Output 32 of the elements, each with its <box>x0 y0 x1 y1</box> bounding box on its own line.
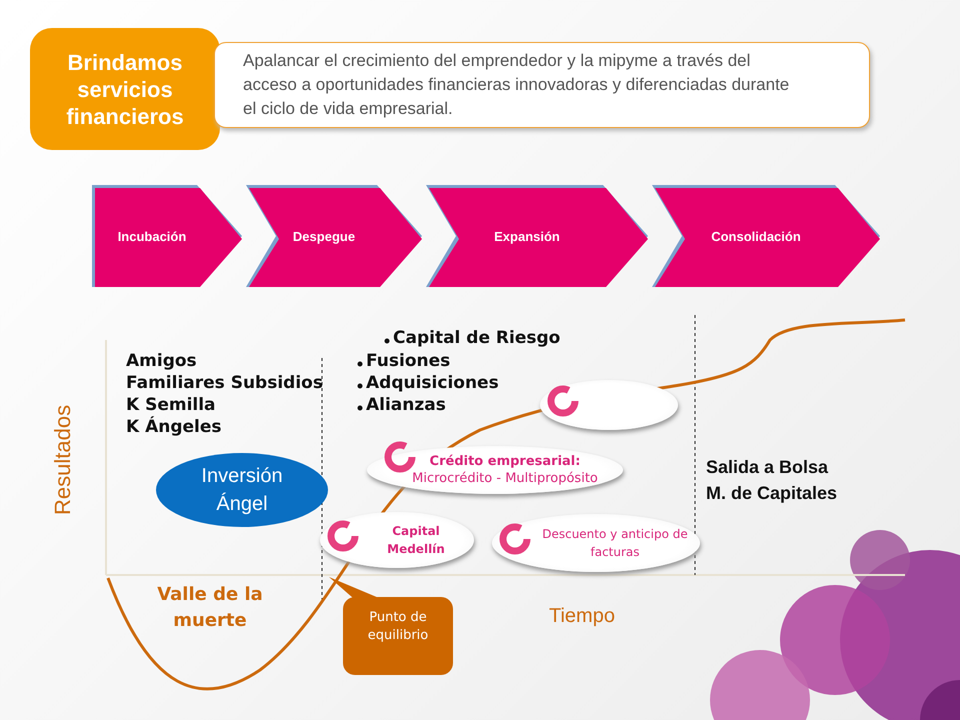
description-text: Apalancar el crecimiento del emprendedor y la mipyme a través del acceso a oportunidades financieras innovadoras y diferenciadas durante el ciclo de vida empresarial. <box>243 50 790 120</box>
stage-label: Despegue <box>292 228 356 244</box>
stage-banner <box>246 185 422 287</box>
ellipse-label: Inversión Ángel <box>200 464 284 517</box>
list-item: Amigos <box>126 351 197 371</box>
axis-title: Resultados <box>50 404 76 515</box>
product-label: Capital Medellín <box>386 523 446 558</box>
list-item: Fusiones <box>366 351 450 371</box>
product-label: Crédito empresarial: <box>428 453 582 470</box>
heading-text: Brindamos servicios financieros <box>65 48 185 130</box>
stage-banner <box>426 185 648 287</box>
stage-label: Incubación <box>118 228 188 244</box>
stage-banner <box>652 185 880 287</box>
list-item: Adquisiciones <box>366 373 499 393</box>
product-label: Descuento y anticipo de facturas <box>541 526 689 561</box>
list-item: Familiares Subsidios <box>126 373 323 393</box>
list-item: Alianzas <box>366 395 446 415</box>
region-label: Valle de la muerte <box>156 583 264 633</box>
heading-box <box>30 28 220 150</box>
stage-banner <box>92 185 242 287</box>
callout-text: Punto de equilibrio <box>366 609 430 645</box>
product-detail: Microcrédito - Multipropósito <box>412 470 598 487</box>
description-box <box>214 42 870 128</box>
list-item: K Semilla <box>126 395 216 415</box>
note-text: Salida a Bolsa <box>706 457 828 478</box>
list-item: K Ángeles <box>126 417 222 437</box>
stage-label: Expansión <box>493 228 561 244</box>
axis-title: Tiempo <box>549 605 615 628</box>
product-ellipse <box>540 380 678 430</box>
stage-label: Consolidación <box>710 228 802 244</box>
note-text: M. de Capitales <box>706 483 838 504</box>
list-item: Capital de Riesgo <box>393 328 560 348</box>
